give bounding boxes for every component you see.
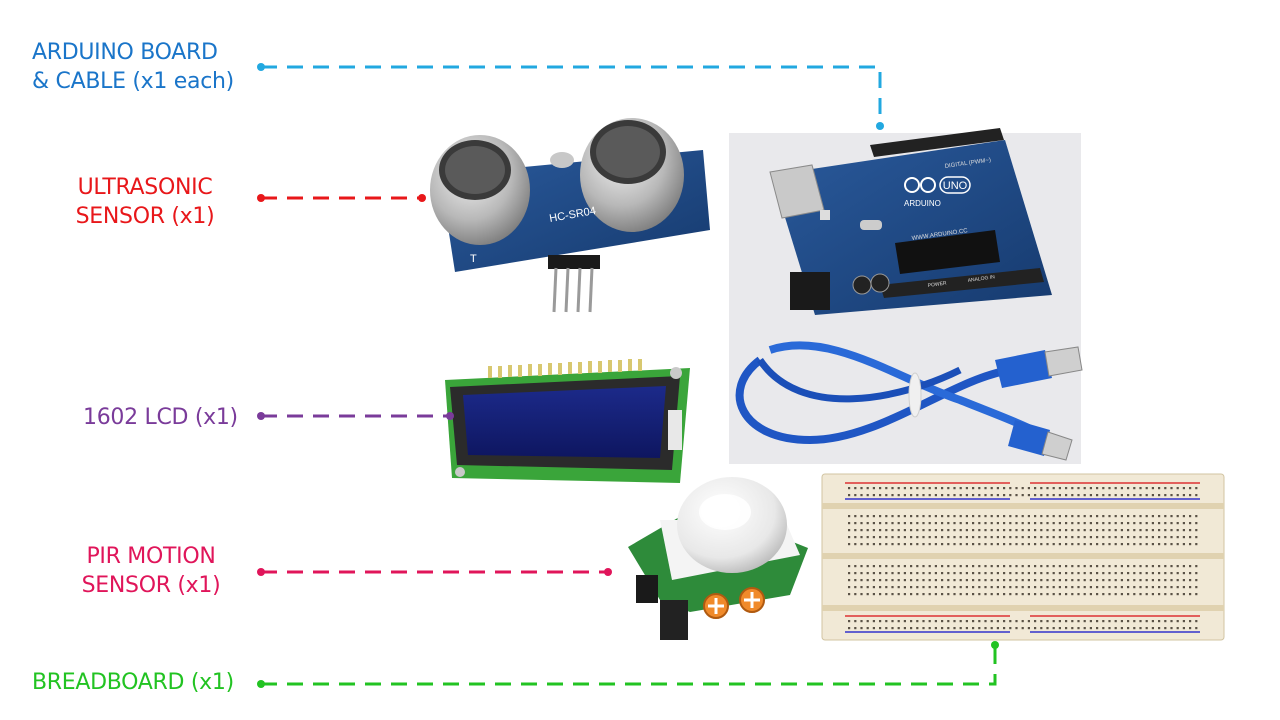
label-pir-line1: PIR MOTION — [86, 544, 216, 569]
lcd-module-image — [445, 359, 690, 483]
label-pir-line2: SENSOR (x1) — [81, 573, 221, 598]
arduino-analog-text: ANALOG IN — [967, 274, 995, 284]
label-ultrasonic-sensor: ULTRASONIC SENSOR (x1) — [70, 173, 220, 231]
connector-pir — [257, 568, 612, 576]
pir-sensor-image — [628, 477, 808, 640]
ultrasonic-sensor-image: HC-SR04 T R — [430, 118, 710, 313]
connector-lcd — [257, 412, 454, 420]
label-breadboard: BREADBOARD (x1) — [32, 668, 234, 697]
connector-breadboard — [257, 641, 999, 688]
arduino-model-text: UNO — [943, 180, 968, 192]
label-lcd: 1602 LCD (x1) — [83, 403, 238, 432]
arduino-power-text: POWER — [927, 280, 947, 289]
label-lcd-line1: 1602 LCD (x1) — [83, 405, 238, 430]
label-ultrasonic-line1: ULTRASONIC — [77, 175, 213, 200]
arduino-brand-text: ARDUINO — [904, 199, 941, 208]
ultrasonic-t-text: T — [470, 253, 477, 265]
label-arduino-board: ARDUINO BOARD & CABLE (x1 each) — [32, 38, 234, 96]
breadboard-image — [821, 473, 1225, 641]
label-arduino-line2: & CABLE (x1 each) — [32, 69, 234, 94]
label-arduino-line1: ARDUINO BOARD — [32, 40, 218, 65]
usb-cable-image — [735, 341, 1083, 461]
arduino-board-image: UNO ARDUINO WWW.ARDUINO.CC DIGITAL (PWM~… — [729, 128, 1081, 464]
label-breadboard-line1: BREADBOARD (x1) — [32, 670, 234, 695]
ultrasonic-r-text: R — [673, 239, 681, 251]
label-pir-sensor: PIR MOTION SENSOR (x1) — [72, 542, 230, 600]
breadboard-holes — [848, 487, 1198, 630]
connector-ultrasonic — [257, 194, 426, 202]
connector-arduino — [257, 63, 884, 130]
label-ultrasonic-line2: SENSOR (x1) — [75, 204, 215, 229]
